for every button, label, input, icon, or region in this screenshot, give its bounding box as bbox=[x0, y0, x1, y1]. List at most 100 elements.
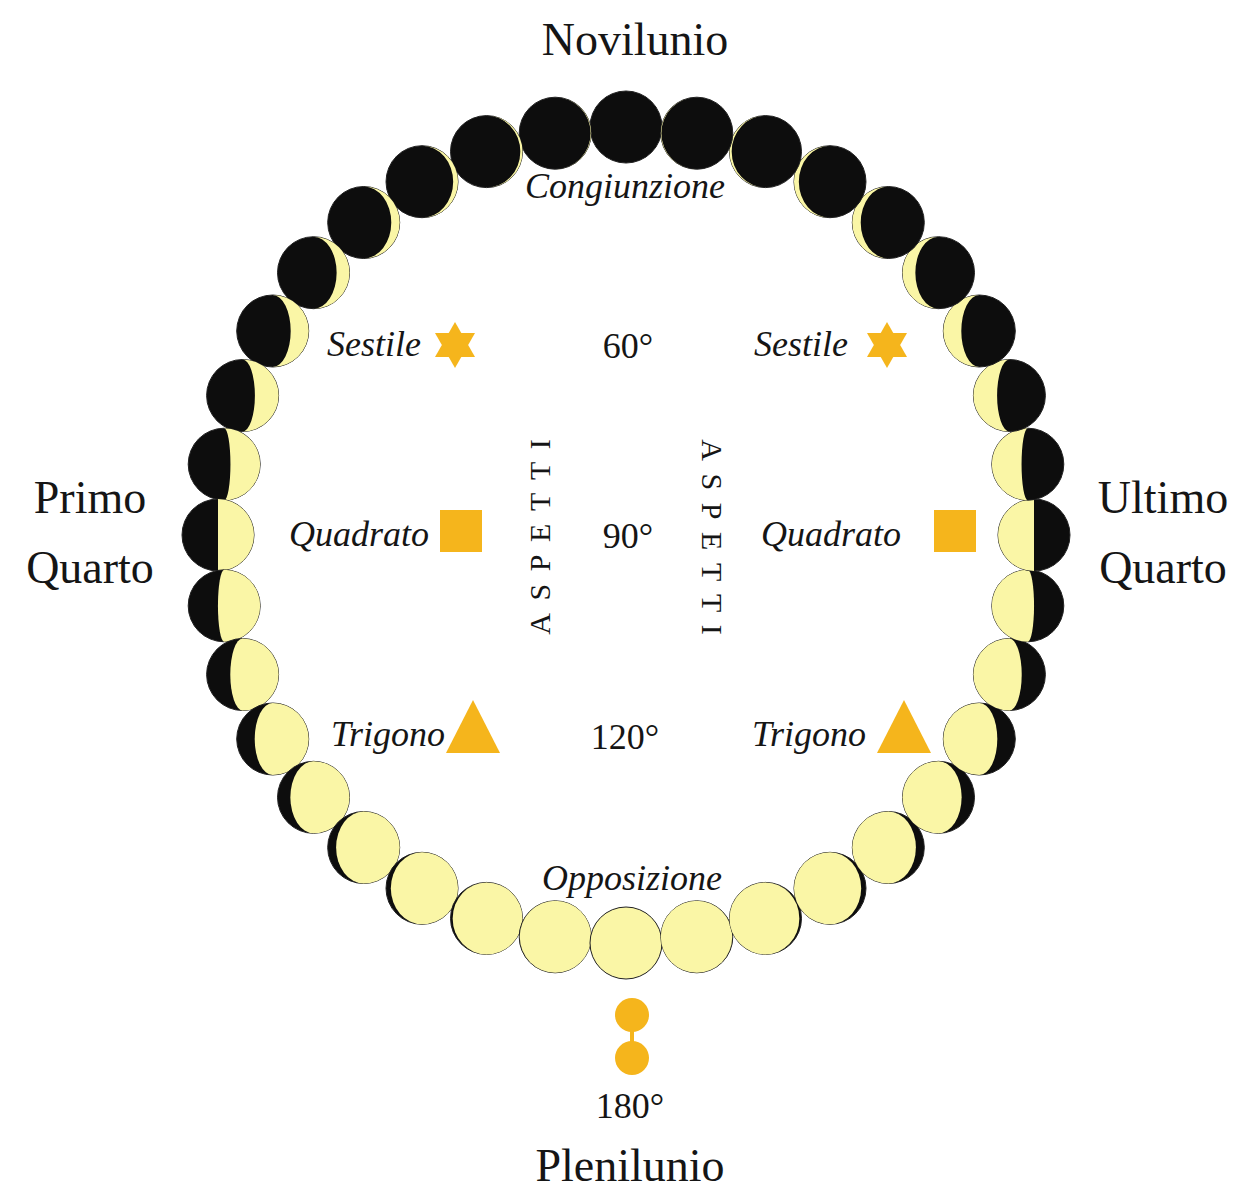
moon-disc bbox=[237, 703, 309, 775]
moon-lit-part bbox=[852, 812, 916, 884]
moon bbox=[237, 703, 309, 775]
moon bbox=[451, 116, 523, 188]
angle-value: 90° bbox=[603, 516, 653, 557]
moon bbox=[661, 97, 733, 169]
moon-disc bbox=[661, 97, 733, 169]
phase-name: Primo Quarto bbox=[5, 463, 175, 603]
moon bbox=[730, 116, 802, 188]
moon-disc bbox=[386, 852, 458, 924]
moon-lit-part bbox=[422, 146, 458, 218]
moon-lit-part bbox=[224, 428, 260, 500]
moon bbox=[188, 428, 260, 500]
moon bbox=[943, 703, 1015, 775]
moon-lit-part bbox=[794, 852, 861, 924]
moon-disc bbox=[590, 91, 662, 163]
vertical-heading: ASPETTI bbox=[695, 427, 730, 648]
moon bbox=[278, 237, 350, 309]
moon-lit-part bbox=[218, 570, 260, 642]
moon-lit-part bbox=[273, 295, 309, 367]
moon-lit-part bbox=[364, 187, 400, 259]
moon-lit-part bbox=[730, 882, 800, 954]
moon-disc bbox=[451, 116, 523, 188]
aspect-name: Quadrato bbox=[761, 514, 901, 555]
moon bbox=[794, 146, 866, 218]
moon bbox=[973, 639, 1045, 711]
moon-disc bbox=[730, 882, 802, 954]
vertical-heading: ASPETTI bbox=[523, 427, 558, 648]
moon-lit-part bbox=[314, 237, 350, 309]
moon-disc bbox=[992, 570, 1064, 642]
moon-disc bbox=[973, 360, 1045, 432]
moon-disc bbox=[451, 882, 523, 954]
aspect-name: Quadrato bbox=[289, 514, 429, 555]
moon-lit-part bbox=[230, 639, 278, 711]
moon-disc bbox=[386, 146, 458, 218]
moon bbox=[386, 146, 458, 218]
moon-lit-part bbox=[903, 761, 962, 833]
sextile-star bbox=[435, 333, 475, 368]
aspect-name: Sestile bbox=[754, 324, 848, 365]
moon-disc bbox=[207, 360, 279, 432]
opposition-symbol bbox=[615, 1041, 649, 1075]
moon-disc bbox=[943, 295, 1015, 367]
moon-disc bbox=[661, 901, 733, 973]
moon-lit-part bbox=[992, 570, 1034, 642]
angle-value: 60° bbox=[603, 326, 653, 367]
moon-disc bbox=[519, 901, 591, 973]
moon bbox=[207, 639, 279, 711]
moon-disc bbox=[992, 428, 1064, 500]
moon-disc bbox=[188, 428, 260, 500]
phase-name: Plenilunio bbox=[535, 1140, 724, 1193]
square-symbol bbox=[440, 510, 482, 552]
moon bbox=[188, 570, 260, 642]
moon bbox=[992, 570, 1064, 642]
moon-disc bbox=[182, 499, 254, 571]
phase-name: Ultimo Quarto bbox=[1078, 463, 1247, 603]
aspect-name: Sestile bbox=[327, 324, 421, 365]
moon-disc bbox=[188, 570, 260, 642]
moon bbox=[730, 882, 802, 954]
moon-disc bbox=[519, 97, 591, 169]
moon bbox=[590, 907, 662, 979]
moon-disc bbox=[237, 295, 309, 367]
square-symbol bbox=[934, 510, 976, 552]
aspect-name: Congiunzione bbox=[525, 166, 725, 207]
moon-disc bbox=[973, 639, 1045, 711]
moon-lit-part bbox=[218, 499, 254, 571]
moon bbox=[451, 882, 523, 954]
moon bbox=[328, 812, 400, 884]
moon bbox=[386, 852, 458, 924]
moon bbox=[992, 428, 1064, 500]
moon-lit-part bbox=[973, 360, 1009, 432]
moon bbox=[852, 187, 924, 259]
moon-disc bbox=[903, 761, 975, 833]
trine-triangle bbox=[877, 700, 931, 753]
moon bbox=[590, 91, 662, 163]
moon-disc bbox=[943, 703, 1015, 775]
moon-lit-part bbox=[661, 97, 697, 169]
moon-lit-part bbox=[998, 499, 1034, 571]
opposition-symbol bbox=[615, 998, 649, 1032]
aspect-name: Opposizione bbox=[542, 858, 722, 899]
moon bbox=[519, 97, 591, 169]
moon bbox=[182, 499, 254, 571]
moon bbox=[903, 761, 975, 833]
moon-disc bbox=[730, 116, 802, 188]
moon-lit-part bbox=[391, 852, 458, 924]
moon-disc bbox=[590, 907, 662, 979]
moon-lit-part bbox=[453, 882, 523, 954]
moon bbox=[207, 360, 279, 432]
aspect-symbols bbox=[435, 322, 976, 1075]
phase-name: Novilunio bbox=[542, 14, 729, 67]
moon-phases bbox=[182, 91, 1070, 979]
moon-lit-part bbox=[555, 97, 591, 169]
moon-disc bbox=[328, 812, 400, 884]
moon bbox=[661, 901, 733, 973]
moon-lit-part bbox=[992, 428, 1028, 500]
moon-disc bbox=[207, 639, 279, 711]
moon-lit-part bbox=[520, 901, 591, 973]
angle-value: 180° bbox=[596, 1086, 664, 1127]
moon bbox=[943, 295, 1015, 367]
moon-lit-part bbox=[973, 639, 1021, 711]
moon-lit-part bbox=[661, 901, 732, 973]
